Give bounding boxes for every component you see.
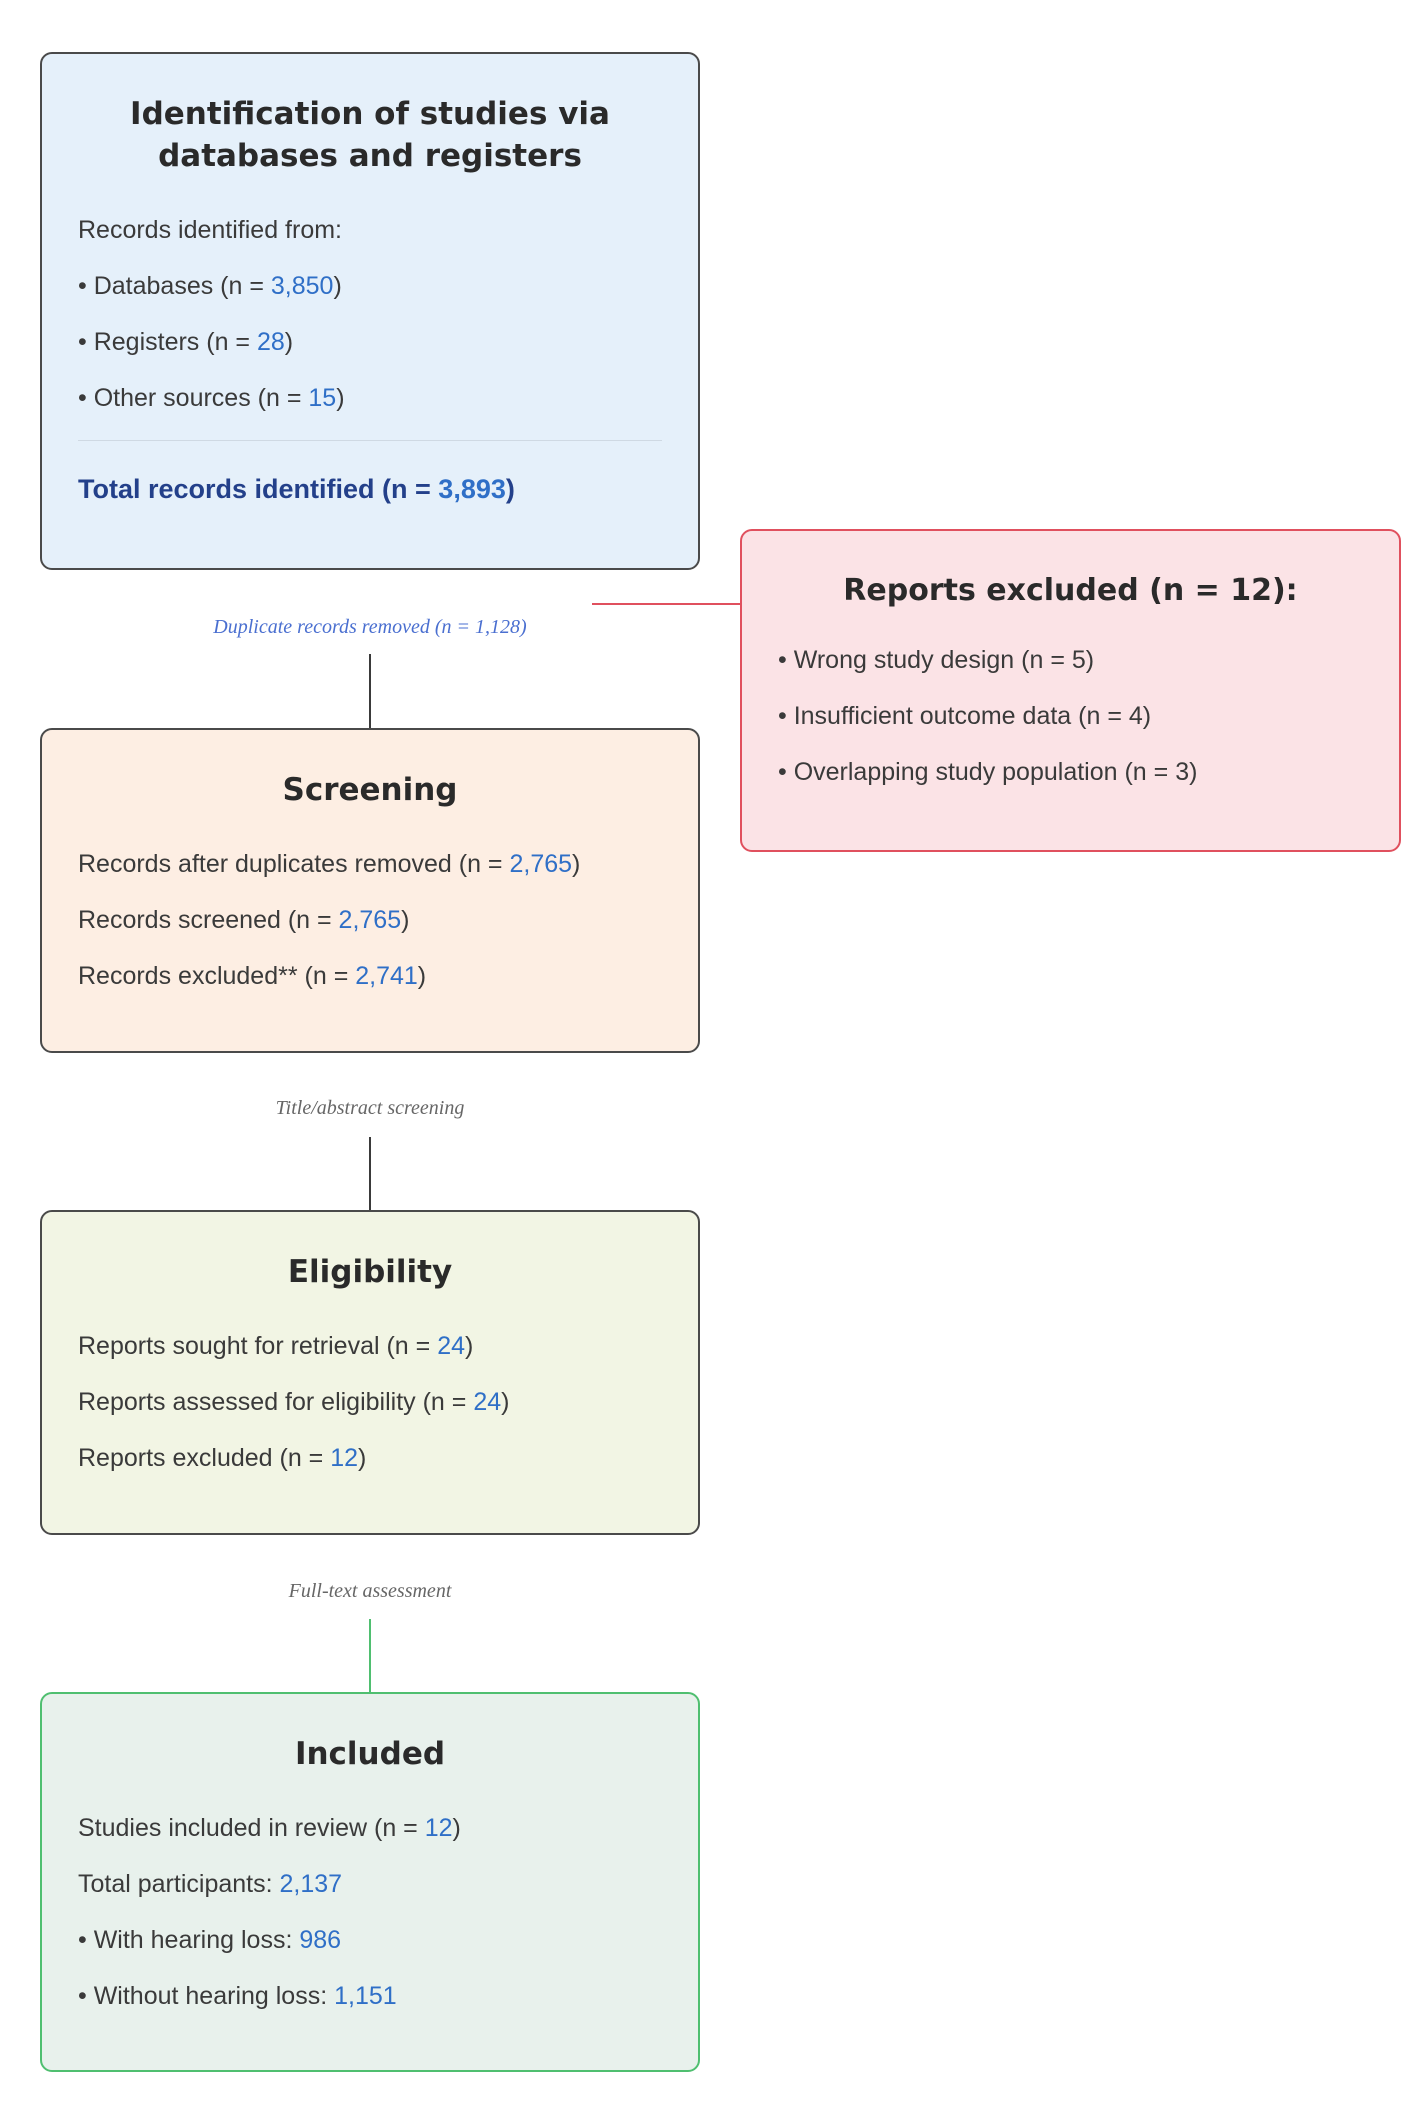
identification-divider [78,439,662,441]
with-hearing-loss: With hearing loss: 986 [78,1912,662,1968]
records-after-duplicates: Records after duplicates removed (n = 2,… [78,849,581,878]
reports-excluded-box: Reports excluded (n = 12): Wrong study d… [740,529,1401,852]
title-abstract-screening-label: Title/abstract screening [275,1097,465,1119]
studies-included: Studies included in review (n = 12) [78,1813,461,1842]
reports-sought: Reports sought for retrieval (n = 24) [78,1331,474,1360]
records-excluded: Records excluded** (n = 2,741) [78,961,427,990]
excluded-reason-item: Wrong study design (n = 5) [778,632,1363,688]
screening-box: Screening Records after duplicates remov… [40,728,700,1053]
reports-assessed: Reports assessed for eligibility (n = 24… [78,1387,510,1416]
excluded-reason-item: Overlapping study population (n = 3) [778,744,1363,800]
identification-box: Identification of studies via databases … [40,52,700,570]
duplicate-records-label: Duplicate records removed (n = 1,128) [213,616,527,638]
included-title: Included [294,1736,446,1772]
screening-title: Screening [282,772,458,808]
registers-count: Registers (n = 28) [78,314,662,370]
total-records-identified: Total records identified (n = 3,893) [78,473,515,504]
total-participants: Total participants: 2,137 [78,1869,343,1898]
databases-count: Databases (n = 3,850) [78,258,662,314]
reports-excluded-title: Reports excluded (n = 12): [843,573,1298,608]
reports-excluded: Reports excluded (n = 12) [78,1443,367,1472]
excluded-reason-item: Insufficient outcome data (n = 4) [778,688,1363,744]
other-sources-count: Other sources (n = 15) [78,370,662,426]
eligibility-box: Eligibility Reports sought for retrieval… [40,1210,700,1535]
without-hearing-loss: Without hearing loss: 1,151 [78,1968,662,2024]
records-identified-label: Records identified from: [78,215,343,244]
identification-title: Identification of studies via databases … [130,96,610,174]
included-box: Included Studies included in review (n =… [40,1692,700,2072]
full-text-assessment-label: Full-text assessment [288,1580,452,1602]
records-screened: Records screened (n = 2,765) [78,905,410,934]
eligibility-title: Eligibility [287,1254,453,1290]
